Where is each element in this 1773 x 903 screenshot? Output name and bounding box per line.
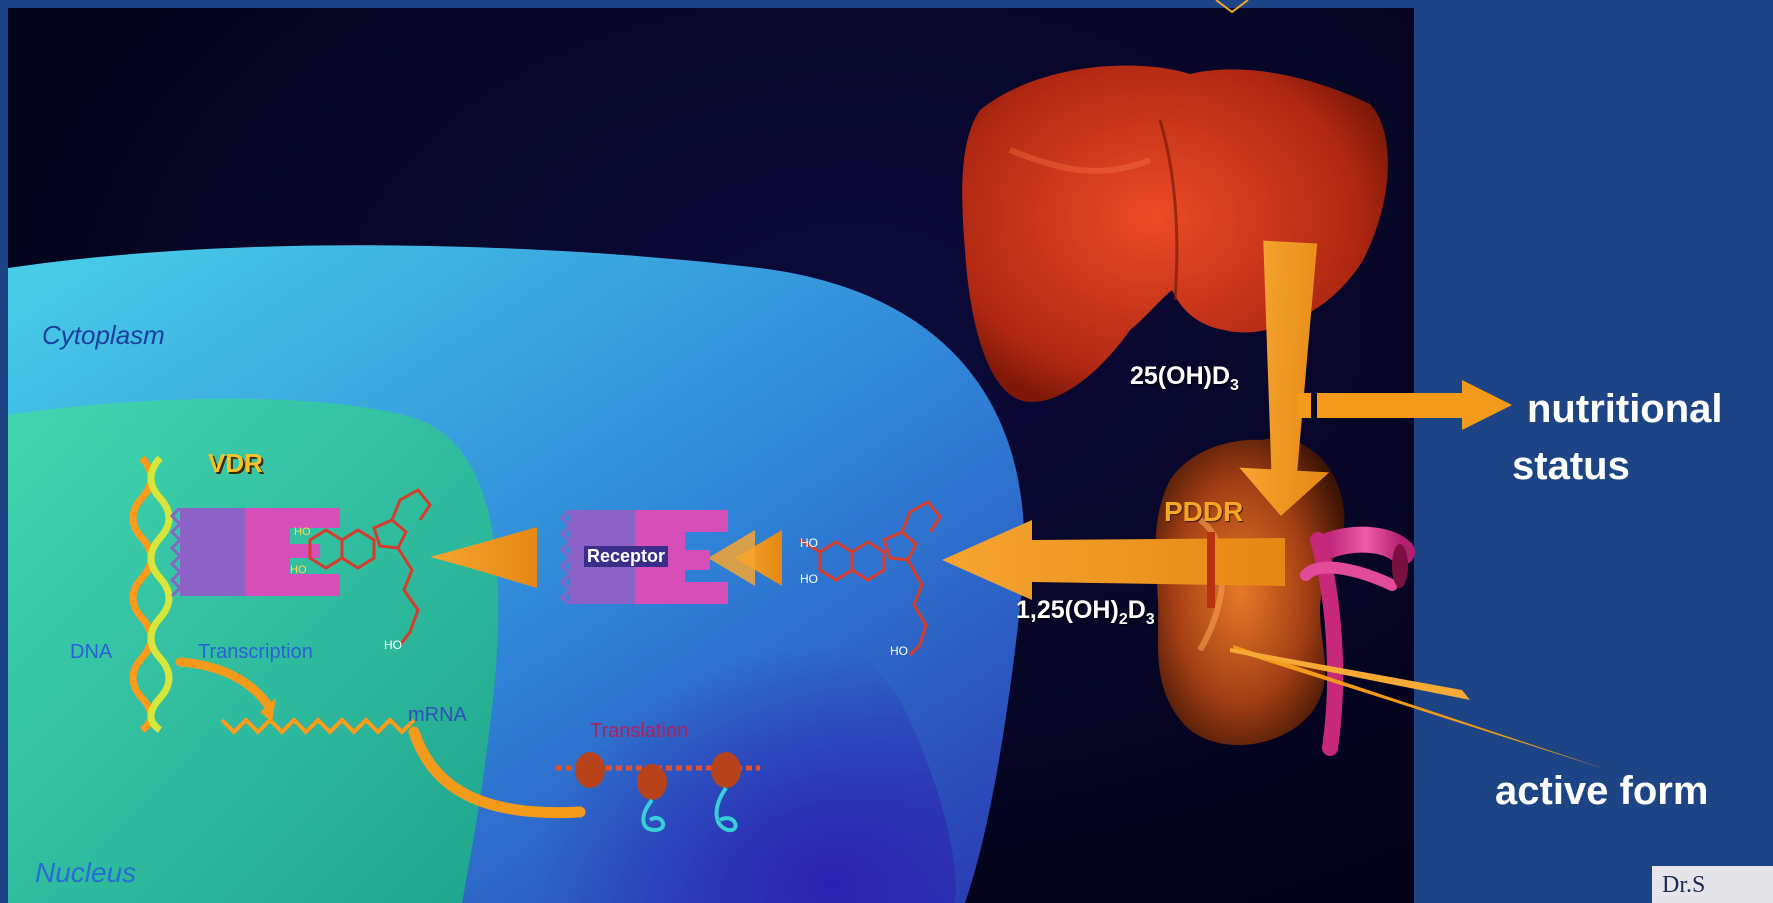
pddr-label: PDDR: [1164, 496, 1243, 528]
ho-label-6: HO: [890, 644, 908, 658]
metabolite-25-oh-d3-label: 25(OH)D3: [1130, 362, 1239, 395]
cytoplasm-label: Cytoplasm: [42, 320, 165, 351]
metabolite-125-oh2-d3-label: 1,25(OH)2D3: [1016, 596, 1155, 629]
nucleus-label: Nucleus: [35, 857, 136, 889]
nutritional-status-line1: nutritional: [1527, 386, 1723, 432]
nutritional-status-line2: status: [1512, 443, 1630, 489]
translation-label: Translation: [590, 720, 688, 743]
receptor-label: Receptor: [584, 546, 668, 567]
vdr-label: VDR: [208, 448, 263, 479]
active-form-label: active form: [1495, 768, 1708, 814]
transcription-label: Transcription: [198, 641, 313, 664]
ho-label-4: HO: [800, 572, 818, 586]
metabolite-125-subscript-2: 3: [1146, 611, 1155, 628]
metabolite-125-subscript-1: 2: [1119, 611, 1128, 628]
metabolite-125-text-a: 1,25(OH): [1016, 596, 1119, 624]
mrna-label: mRNA: [408, 704, 467, 727]
ho-label-2: HO: [290, 564, 307, 576]
vdr-complex: [172, 508, 340, 596]
metabolite-25-text: 25(OH)D: [1130, 362, 1230, 390]
pddr-marker: [1207, 532, 1215, 608]
dna-label: DNA: [70, 641, 112, 664]
metabolite-125-text-b: D: [1128, 596, 1146, 624]
footer-badge: Dr.S: [1652, 866, 1773, 903]
ho-label-5: HO: [384, 638, 402, 652]
ho-label-1: HO: [294, 526, 311, 538]
metabolite-25-subscript: 3: [1230, 377, 1239, 394]
ho-label-3: HO: [800, 536, 818, 550]
